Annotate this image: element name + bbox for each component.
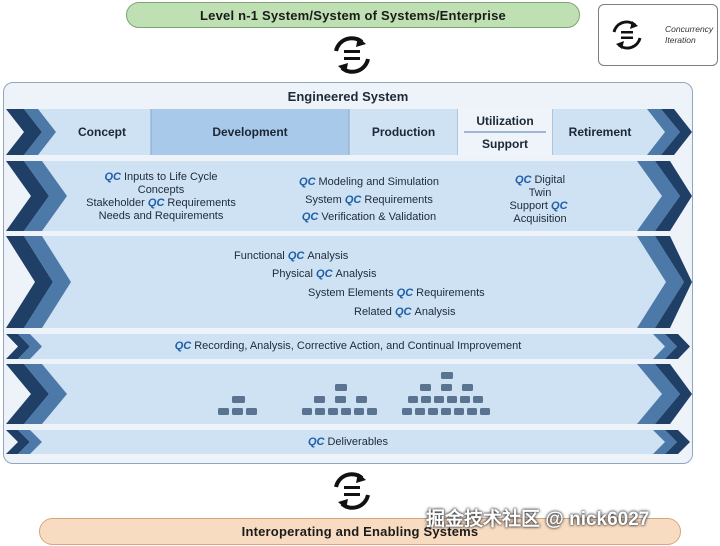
band-shapes <box>6 109 692 454</box>
bottom-context-box: Interoperating and Enabling Systems <box>39 518 681 545</box>
band-recording-shape <box>6 334 690 359</box>
band-stages-shape <box>6 109 692 155</box>
stage-retirement: Retirement <box>552 109 648 155</box>
stage-support-label: Support <box>482 136 528 151</box>
band2-col1-line4: Needs and Requirements <box>98 210 224 222</box>
band3-line4-pre: Related <box>354 306 392 318</box>
band-qc-analysis-shape <box>6 236 692 328</box>
qc-tag: QC <box>147 197 165 209</box>
legend-box: Concurrency Iteration <box>598 4 718 66</box>
legend-line-2: Iteration <box>665 35 696 45</box>
band3-line1-pre: Functional <box>234 250 285 262</box>
panel-title: Engineered System <box>287 89 409 104</box>
band3-line4-post: Analysis <box>414 306 456 318</box>
band3-line3-post: Requirements <box>416 287 485 299</box>
band2-col3-line1: Digital <box>534 174 566 186</box>
band-hierarchy-shape <box>6 364 692 424</box>
qc-tag: QC <box>551 200 568 212</box>
band2-col2-line2-post: Requirements <box>364 193 433 206</box>
qc-tag: QC <box>344 193 362 206</box>
stage-development: Development <box>151 109 349 155</box>
stage-support: Support <box>458 132 552 155</box>
tree-large <box>402 372 490 415</box>
watermark: 掘金技术社区 @ nick6027 <box>426 509 650 530</box>
band3-line2-pre: Physical <box>272 268 313 280</box>
concurrency-iteration-icon <box>612 20 642 50</box>
concurrency-bottom-icon <box>334 472 370 510</box>
band-qc-concepts-shape <box>6 161 692 231</box>
band3-line2-post: Analysis <box>335 268 377 280</box>
qc-tag: QC <box>287 250 305 262</box>
stage-production-label: Production <box>371 125 436 139</box>
stage-concept-label: Concept <box>78 125 126 139</box>
band2-col1-line3-post: Requirements <box>167 197 236 209</box>
band2-col1-line2: Concepts <box>137 184 185 196</box>
band3-line1-post: Analysis <box>307 250 349 262</box>
stage-utilization: Utilization <box>458 109 552 132</box>
qc-tag: QC <box>307 436 325 448</box>
qc-tag: QC <box>394 306 412 318</box>
top-context-box: Level n-1 System/System of Systems/Enter… <box>126 2 580 28</box>
band2-col1-line3-pre: Stakeholder <box>86 197 145 209</box>
legend-text: Concurrency Iteration <box>665 24 713 46</box>
qc-tag: QC <box>174 340 192 352</box>
band2-col3-line2: Twin <box>528 187 552 199</box>
band-deliverables-shape <box>6 430 690 454</box>
band2-col1-line1: Inputs to Life Cycle <box>123 171 218 183</box>
tree-medium <box>302 384 377 415</box>
band2-col2-line2-pre: System <box>305 193 342 206</box>
band2-col3-line4: Acquisition <box>513 213 567 225</box>
top-context-label: Level n-1 System/System of Systems/Enter… <box>200 7 506 23</box>
qc-tag: QC <box>299 176 316 188</box>
stage-concept: Concept <box>56 109 148 155</box>
band2-col2-line1: Modeling and Simulation <box>318 176 439 188</box>
concurrency-top-icon <box>334 36 370 74</box>
qc-tag: QC <box>316 268 333 280</box>
qc-tag: QC <box>104 171 121 183</box>
stage-utilization-label: Utilization <box>476 113 534 128</box>
band4-label: Recording, Analysis, Corrective Action, … <box>194 340 522 352</box>
stage-retirement-label: Retirement <box>568 125 632 139</box>
stage-development-label: Development <box>212 125 288 139</box>
qc-tag: QC <box>396 287 414 299</box>
legend-line-1: Concurrency <box>665 24 714 34</box>
band2-col3-line3-pre: Support <box>509 200 548 212</box>
tree-small <box>218 396 257 415</box>
band3-line3-pre: System Elements <box>308 287 394 299</box>
bottom-context-label: Interoperating and Enabling Systems <box>241 524 479 539</box>
band2-col2-line3: Verification & Validation <box>321 211 437 223</box>
engineered-system-panel: Engineered System <box>3 82 693 464</box>
qc-tag: QC <box>514 174 532 186</box>
band6-label: Deliverables <box>327 436 389 448</box>
stage-production: Production <box>349 109 458 155</box>
qc-tag: QC <box>301 211 319 223</box>
